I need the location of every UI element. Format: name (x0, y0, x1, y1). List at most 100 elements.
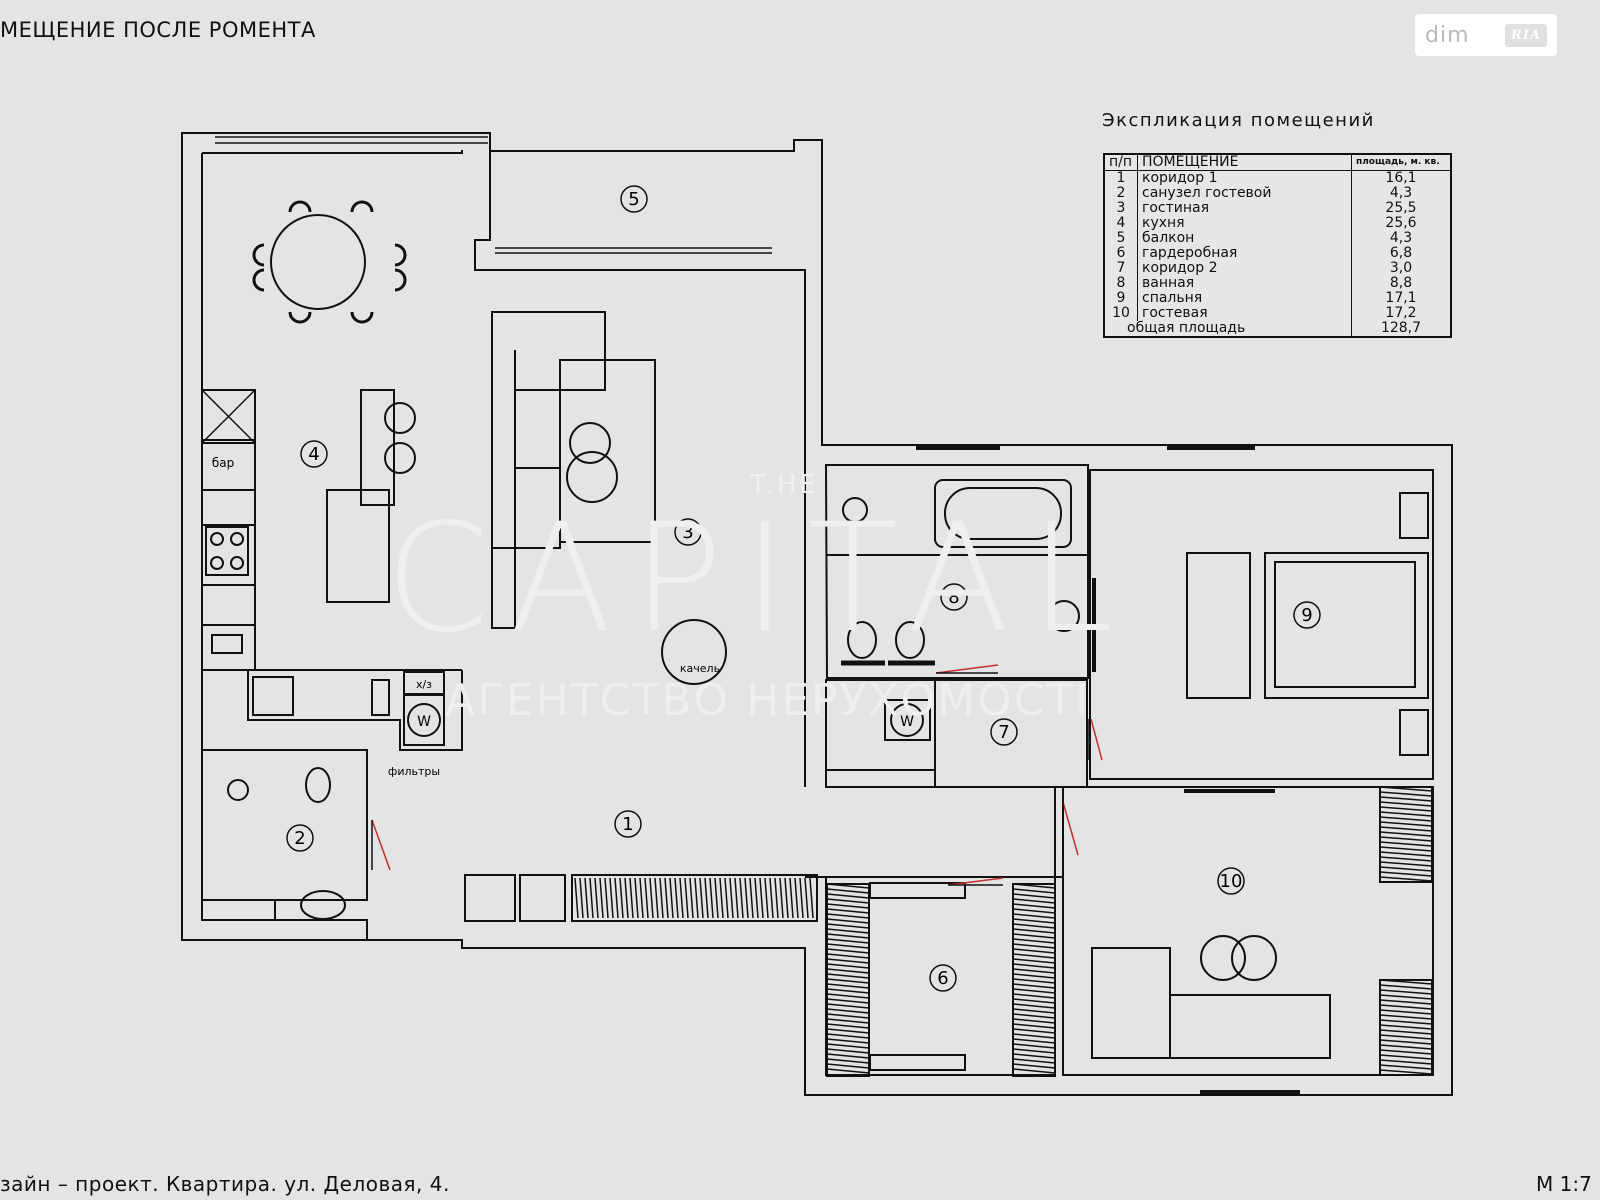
hatch-line (604, 877, 609, 919)
hatch-line (724, 877, 729, 919)
hatch-line (774, 877, 779, 919)
guestroom-walls (1062, 786, 1434, 1076)
hatch-line (719, 877, 724, 919)
hatch-line (1012, 1013, 1056, 1019)
balcony (474, 151, 795, 271)
hatch-line (764, 877, 769, 919)
hatch-line (826, 993, 870, 999)
hatch-line (1379, 999, 1433, 1005)
hatch-line (1012, 1048, 1056, 1054)
hatch-line (1379, 841, 1433, 847)
room-marker (929, 964, 957, 992)
hatch-line (826, 1003, 870, 1009)
room-number: 5 (628, 189, 639, 210)
hatch-line (1012, 948, 1056, 954)
hatch-line (1012, 933, 1056, 939)
hatch-line (1379, 1054, 1433, 1060)
hatch-line (826, 923, 870, 929)
hatch-line (1012, 993, 1056, 999)
cell-n: 3 (1103, 201, 1138, 216)
hatch-line (826, 978, 870, 984)
hatch-line (1012, 1008, 1056, 1014)
hatch-line (826, 1028, 870, 1034)
cell-name: коридор 2 (1137, 261, 1352, 276)
footer-project: зайн – проект. Квартира. ул. Деловая, 4. (0, 1172, 450, 1196)
hatch-line (1012, 923, 1056, 929)
hatch-line (1012, 983, 1056, 989)
room-marker (990, 718, 1018, 746)
swing-label: качель (680, 662, 720, 675)
hatch-line (1379, 989, 1433, 995)
hatch-line (1379, 806, 1433, 812)
hatch-line (1379, 846, 1433, 852)
hatch-line (574, 877, 579, 919)
hatch-line (1012, 888, 1056, 894)
hatch-line (826, 943, 870, 949)
hatch-line (1012, 1063, 1056, 1069)
room-marker (674, 518, 702, 546)
hatch-line (1379, 1059, 1433, 1065)
balcony-glass (215, 136, 772, 254)
swing (661, 619, 727, 685)
col-n: п/п (1103, 154, 1138, 171)
cell-name: гостиная (1137, 201, 1352, 216)
cell-name: санузел гостевой (1137, 186, 1352, 201)
kitchen-counter (202, 439, 256, 671)
hatch-line (1012, 943, 1056, 949)
cell-area: 8,8 (1351, 276, 1451, 291)
col-area: площадь, м. кв. (1351, 154, 1451, 171)
hatch-line (729, 877, 734, 919)
hatch-line (649, 877, 654, 919)
cell-n: 8 (1103, 276, 1138, 291)
hatch-line (826, 898, 870, 904)
hatch-line (1379, 994, 1433, 1000)
hatch-line (789, 877, 794, 919)
hatch-line (619, 877, 624, 919)
hatch-line (1012, 1028, 1056, 1034)
washer2-label: W (900, 714, 914, 730)
hatch-line (584, 877, 589, 919)
bedroom-walls (1089, 469, 1434, 780)
hatch-line (1012, 1058, 1056, 1064)
cell-area: 4,3 (1351, 186, 1451, 201)
hatch-line (1012, 913, 1056, 919)
hatch-line (826, 988, 870, 994)
hatch-line (684, 877, 689, 919)
hatch-line (1012, 938, 1056, 944)
explication-header-row: п/п ПОМЕЩЕНИЕ площадь, м. кв. (1103, 154, 1451, 171)
room-number: 10 (1220, 871, 1243, 892)
room-marker (620, 185, 648, 213)
hatch-line (1012, 1053, 1056, 1059)
hatch-line (709, 877, 714, 919)
hatch-line (694, 877, 699, 919)
hatch-line (1012, 1003, 1056, 1009)
hatch-line (826, 948, 870, 954)
hatch-line (826, 913, 870, 919)
hatch-line (826, 963, 870, 969)
room-marker (940, 583, 968, 611)
hatch-line (809, 877, 814, 919)
hatch-line (699, 877, 704, 919)
room-number: 4 (308, 444, 319, 465)
explication-title: Экспликация помещений (1102, 110, 1375, 131)
cell-name: гардеробная (1137, 246, 1352, 261)
hatch-line (826, 1013, 870, 1019)
hatch-line (1379, 786, 1433, 792)
hatch-line (826, 1008, 870, 1014)
hatch-line (1012, 903, 1056, 909)
hatch-line (599, 877, 604, 919)
hatch-line (826, 1058, 870, 1064)
hatch-line (826, 938, 870, 944)
hatch-line (1379, 1034, 1433, 1040)
hatch-line (1012, 1068, 1056, 1074)
hatch-line (1012, 1023, 1056, 1029)
dim-ria-logo[interactable]: dim RIA (1415, 14, 1557, 56)
hatch-line (1012, 958, 1056, 964)
